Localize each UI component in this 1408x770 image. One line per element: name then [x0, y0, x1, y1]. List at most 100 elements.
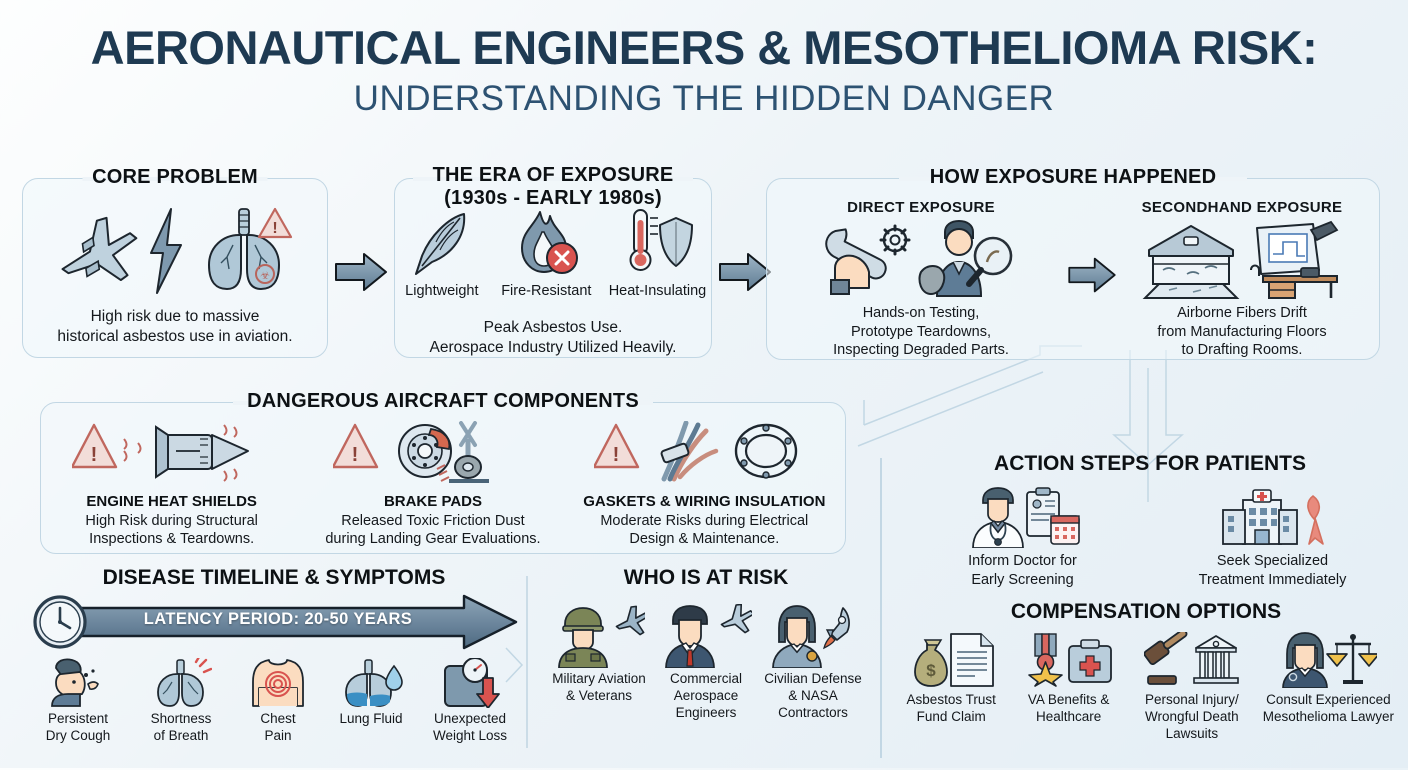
- era-heading: THE ERA OF EXPOSURE (1930s - EARLY 1980s…: [421, 164, 686, 210]
- symptom-lung-fluid: Lung Fluid: [327, 658, 415, 745]
- panel-how-exposure-happened: HOW EXPOSURE HAPPENED DIRECT EXPOSURE: [766, 166, 1380, 360]
- column-divider: [880, 458, 882, 758]
- section-who-is-at-risk: WHO IS AT RISK Military Aviation & Veter…: [546, 566, 866, 722]
- latency-banner: LATENCY PERIOD: 20-50 YEARS: [24, 594, 524, 650]
- core-problem-caption: High risk due to massive historical asbe…: [57, 308, 293, 346]
- compensation-asbestos-trust: $ Asbestos Trust Fund Claim: [892, 632, 1010, 743]
- title-main: AERONAUTICAL ENGINEERS & MESOTHELIOMA RI…: [90, 21, 1318, 74]
- lungs-warning-icon: ! ☣: [207, 207, 293, 291]
- direct-exposure-icons: [783, 220, 1059, 300]
- action-step-inform-doctor: Inform Doctor for Early Screening: [923, 486, 1123, 589]
- risk-group-0-label: Military Aviation & Veterans: [552, 671, 646, 703]
- symptom-persistent-dry-cough: Persistent Dry Cough: [30, 658, 126, 745]
- svg-text:☣: ☣: [260, 270, 270, 282]
- section-disease-timeline: DISEASE TIMELINE & SYMPTOMS LATENCY PERI…: [24, 566, 524, 745]
- property-heat-insulating: Heat-Insulating: [604, 208, 711, 301]
- woman-rocket-icon: [772, 605, 850, 668]
- lungs-fluid-icon: [345, 659, 403, 707]
- weight-scale-down-icon: [444, 658, 500, 708]
- wrench-hand-gear-icon: [825, 224, 911, 295]
- symptom-chest-pain: Chest Pain: [236, 658, 320, 745]
- symptom-4-label: Unexpected Weight Loss: [432, 711, 508, 743]
- compensation-row: $ Asbestos Trust Fund Claim: [888, 632, 1404, 743]
- property-heat-insulating-label: Heat-Insulating: [608, 283, 707, 300]
- property-lightweight: Lightweight: [395, 208, 489, 301]
- compensation-va-benefits: VA Benefits & Healthcare: [1010, 632, 1127, 743]
- svg-text:!: !: [613, 444, 620, 466]
- compensation-heading: COMPENSATION OPTIONS: [1010, 600, 1282, 623]
- component-engine-heat-shields: ! ENGINE HEAT SHIELDS High Risk during S…: [47, 421, 297, 549]
- factory-fibers-icon: [1142, 225, 1240, 299]
- who-at-risk-heading: WHO IS AT RISK: [623, 566, 789, 589]
- component-0-name: ENGINE HEAT SHIELDS: [86, 493, 257, 510]
- disease-timeline-heading: DISEASE TIMELINE & SYMPTOMS: [102, 566, 446, 589]
- section-compensation-options: COMPENSATION OPTIONS $ Asbestos Trust Fu…: [888, 600, 1404, 743]
- how-exposure-heading: HOW EXPOSURE HAPPENED: [929, 166, 1217, 188]
- flow-arrow-1-icon: [335, 253, 387, 291]
- page-title: AERONAUTICAL ENGINEERS & MESOTHELIOMA RI…: [0, 21, 1408, 121]
- risk-groups-row: Military Aviation & Veterans Commercial …: [546, 604, 866, 722]
- component-gaskets-wiring: ! GASKETS & WIRING INSULATION Moderate: [569, 421, 839, 549]
- symptom-2-label: Chest Pain: [260, 711, 296, 743]
- risk-group-military: Military Aviation & Veterans: [546, 604, 652, 722]
- section-action-steps: ACTION STEPS FOR PATIENTS: [900, 452, 1400, 589]
- drafting-desk-icon: [1250, 220, 1339, 299]
- dangerous-components-heading: DANGEROUS AIRCRAFT COMPONENTS: [247, 390, 639, 412]
- risk-group-civilian: Civilian Defense & NASA Contractors: [760, 604, 866, 722]
- action-steps-heading: ACTION STEPS FOR PATIENTS: [994, 452, 1306, 475]
- symptoms-row: Persistent Dry Cough Shortness of Breath: [24, 658, 524, 745]
- direct-exposure-subheading: DIRECT EXPOSURE: [847, 199, 995, 216]
- component-1-caption: Released Toxic Friction Dust during Land…: [325, 512, 541, 548]
- compensation-lawyer: Consult Experienced Mesothelioma Lawyer: [1257, 632, 1400, 743]
- coughing-person-icon: [51, 658, 99, 707]
- property-lightweight-label: Lightweight: [405, 283, 479, 300]
- component-1-name: BRAKE PADS: [383, 493, 483, 510]
- secondhand-exposure-column: SECONDHAND EXPOSURE: [1115, 199, 1369, 360]
- component-brake-pads: ! BRAKE PADS Released Toxic Friction Dus…: [308, 421, 558, 549]
- svg-text:!: !: [272, 220, 277, 237]
- property-fire-resistant-label: Fire-Resistant: [501, 283, 592, 300]
- action-step-0-label: Inform Doctor for Early Screening: [968, 553, 1077, 588]
- symptom-3-label: Lung Fluid: [339, 711, 403, 726]
- inspector-magnifier-icon: [918, 220, 1013, 297]
- dangerous-components-items: ! ENGINE HEAT SHIELDS High Risk during S…: [41, 421, 845, 549]
- thermometer-shield-icon: [629, 209, 694, 272]
- gavel-courthouse-icon: [1143, 632, 1239, 685]
- feather-icon: [414, 213, 465, 276]
- symptom-unexpected-weight-loss: Unexpected Weight Loss: [422, 658, 518, 745]
- svg-text:!: !: [352, 444, 359, 466]
- property-fire-resistant: Fire-Resistant: [495, 208, 598, 301]
- panel-era-of-exposure: THE ERA OF EXPOSURE (1930s - EARLY 1980s…: [394, 164, 712, 358]
- section-divider: [526, 576, 528, 748]
- svg-text:!: !: [90, 444, 97, 466]
- secondhand-exposure-icons: [1115, 220, 1369, 300]
- risk-group-1-label: Commercial Aerospace Engineers: [669, 671, 742, 720]
- compensation-2-label: Personal Injury/ Wrongful Death Lawsuits: [1144, 692, 1239, 741]
- action-step-1-label: Seek Specialized Treatment Immediately: [1198, 553, 1347, 588]
- latency-arrow-icon: [33, 594, 518, 650]
- era-caption: Peak Asbestos Use. Aerospace Industry Ut…: [429, 319, 677, 357]
- era-heading-line2: (1930s - EARLY 1980s): [444, 187, 662, 209]
- lungs-pain-icon: [157, 658, 212, 707]
- airplane-icon: [61, 216, 138, 282]
- title-sub: UNDERSTANDING THE HIDDEN DANGER: [353, 78, 1055, 118]
- lightning-bolt-icon: [150, 208, 182, 294]
- soldier-jet-icon: [558, 605, 645, 668]
- direct-exposure-column: DIRECT EXPOSURE: [783, 199, 1059, 360]
- symptom-0-label: Persistent Dry Cough: [45, 711, 111, 743]
- panel-dangerous-components: DANGEROUS AIRCRAFT COMPONENTS !: [40, 390, 846, 554]
- action-steps-row: Inform Doctor for Early Screening Seek S…: [900, 486, 1400, 589]
- money-bag-document-icon: $: [914, 633, 995, 687]
- component-2-name: GASKETS & WIRING INSULATION: [583, 493, 826, 510]
- flow-arrow-2-icon: [719, 253, 771, 291]
- era-heading-line1: THE ERA OF EXPOSURE: [432, 164, 674, 186]
- secondhand-exposure-caption: Airborne Fibers Drift from Manufacturing…: [1157, 305, 1327, 359]
- component-0-caption: High Risk during Structural Inspections …: [85, 512, 258, 548]
- lawyer-scales-icon: [1282, 632, 1378, 688]
- component-2-caption: Moderate Risks during Electrical Design …: [600, 512, 809, 548]
- latency-label: LATENCY PERIOD: 20-50 YEARS: [143, 610, 413, 628]
- wires-gasket-icon: !: [594, 421, 798, 482]
- direct-exposure-caption: Hands-on Testing, Prototype Teardowns, I…: [833, 305, 1009, 359]
- core-problem-heading: CORE PROBLEM: [92, 166, 258, 188]
